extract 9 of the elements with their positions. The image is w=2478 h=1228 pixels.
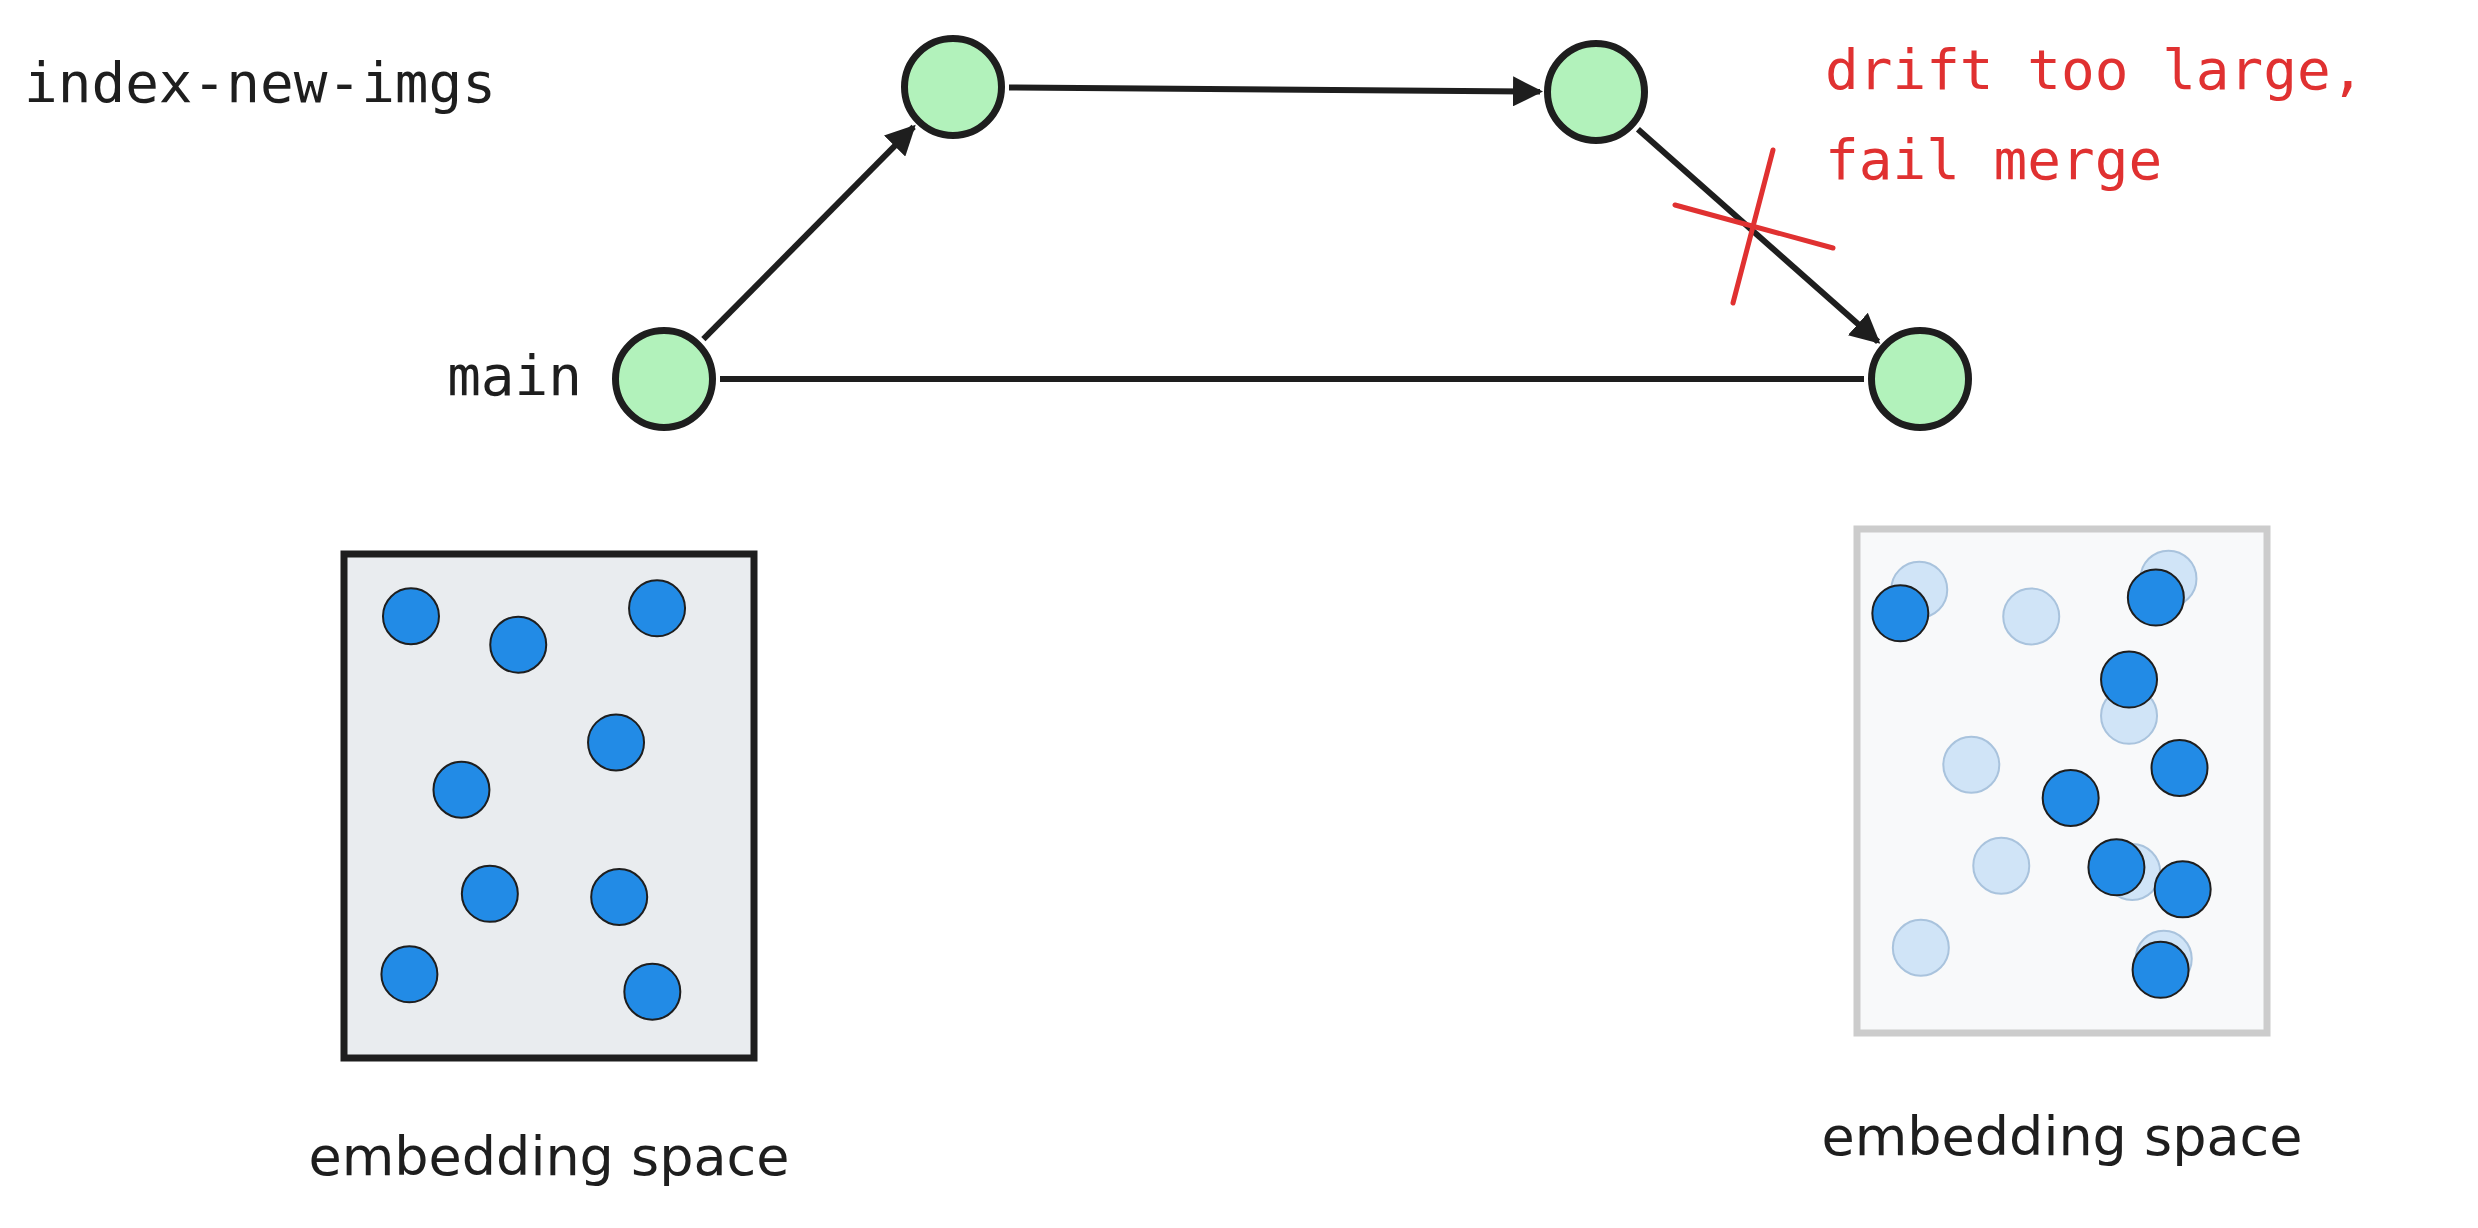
arrow: [701, 124, 916, 342]
branch-label: index-new-imgs: [24, 49, 496, 117]
arrow: [1635, 126, 1881, 345]
panel-caption: embedding space: [1821, 1105, 2303, 1168]
arrow: [1008, 76, 1543, 107]
branch-label: main: [447, 343, 582, 408]
connector-line: [720, 376, 1864, 382]
panel-caption: embedding space: [308, 1125, 790, 1188]
warning-note: drift too large, fail merge: [1825, 36, 2366, 194]
